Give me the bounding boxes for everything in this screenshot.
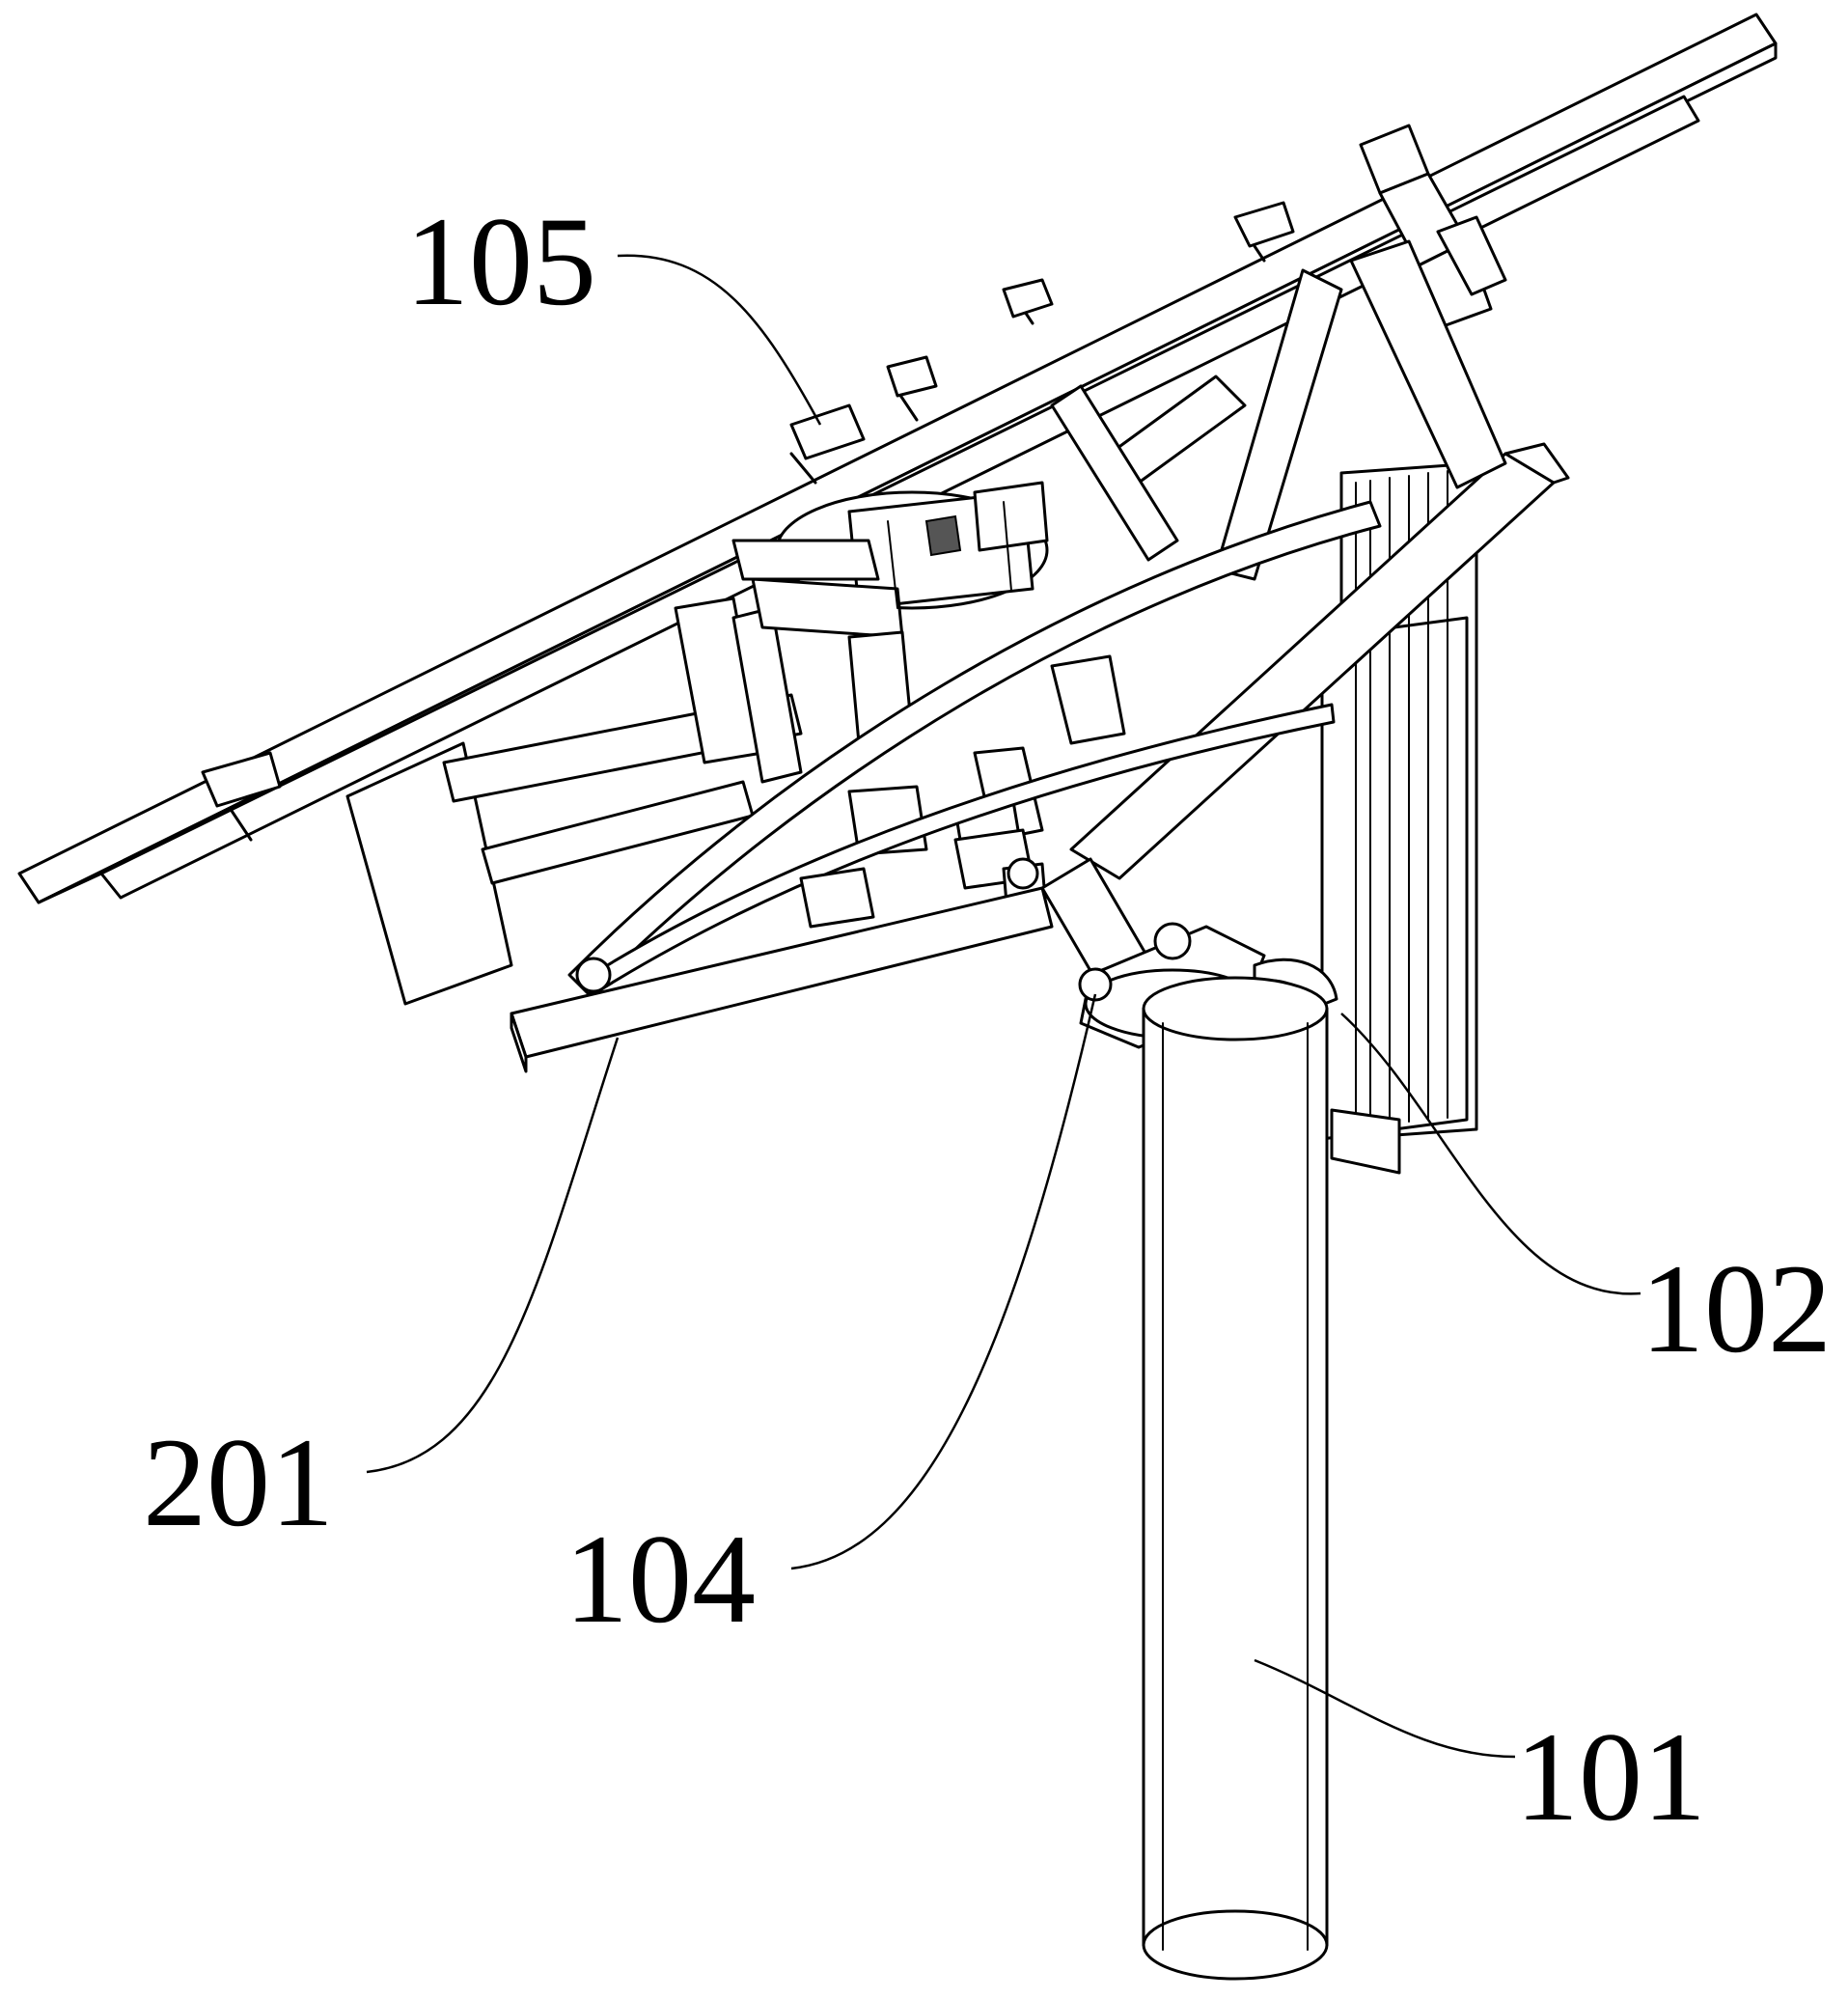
- label-105: 105: [405, 190, 596, 332]
- pole: [1142, 976, 1329, 1981]
- leader-104: [790, 993, 1097, 1570]
- support-truss: [345, 239, 1570, 1006]
- label-201: 201: [143, 1411, 334, 1553]
- crossbar: [510, 857, 1054, 1073]
- leader-105: [617, 254, 822, 426]
- leader-101: [1254, 1658, 1516, 1759]
- label-104: 104: [565, 1508, 756, 1650]
- label-101: 101: [1515, 1706, 1706, 1847]
- leader-lines: [366, 254, 1641, 1759]
- leader-201: [366, 1037, 620, 1474]
- label-102: 102: [1641, 1237, 1832, 1379]
- leader-102: [1340, 1013, 1641, 1295]
- reference-numerals: 105 102 201 104 101: [143, 190, 1832, 1847]
